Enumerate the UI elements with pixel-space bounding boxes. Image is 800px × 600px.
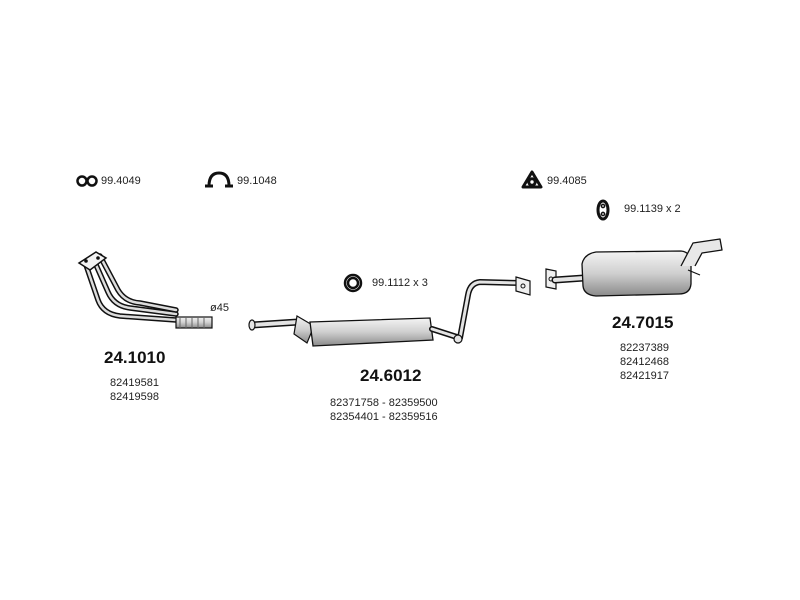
oem-number: 82237389 (620, 342, 669, 354)
rubber-hanger-icon (596, 199, 610, 221)
oem-list-24-1010: 82419581 82419598 (110, 376, 159, 404)
middle-silencer-icon (248, 276, 531, 347)
oem-number: 82419598 (110, 391, 159, 403)
part-number-24-6012: 24.6012 (360, 366, 422, 385)
accessory-code-99-4085: 99.4085 (547, 175, 587, 187)
oem-number: 82354401 - 82359516 (330, 411, 438, 423)
accessory-code-99-1048: 99.1048 (237, 175, 277, 187)
oem-list-24-6012: 82371758 - 82359500 82354401 - 82359516 (330, 396, 438, 424)
clamp-double-ring-icon (76, 175, 98, 187)
accessory-code-99-4049: 99.4049 (101, 175, 141, 187)
pipe-diameter-label: ø45 (210, 302, 229, 314)
front-manifold-pipe-icon (77, 251, 213, 329)
oem-number: 82371758 - 82359500 (330, 397, 438, 409)
rear-silencer-icon (545, 238, 723, 297)
accessory-code-99-1139: 99.1139 x 2 (624, 203, 681, 215)
oem-number: 82419581 (110, 377, 159, 389)
part-number-24-7015: 24.7015 (612, 313, 674, 332)
oem-number: 82421917 (620, 370, 669, 382)
triangle-flange-gasket-icon (521, 170, 543, 189)
part-number-24-1010: 24.1010 (104, 348, 166, 367)
u-clamp-icon (205, 171, 233, 188)
oem-number: 82412468 (620, 356, 669, 368)
oem-list-24-7015: 82237389 82412468 82421917 (620, 341, 669, 383)
rubber-ring-icon (343, 273, 363, 293)
accessory-code-99-1112: 99.1112 x 3 (372, 277, 428, 289)
